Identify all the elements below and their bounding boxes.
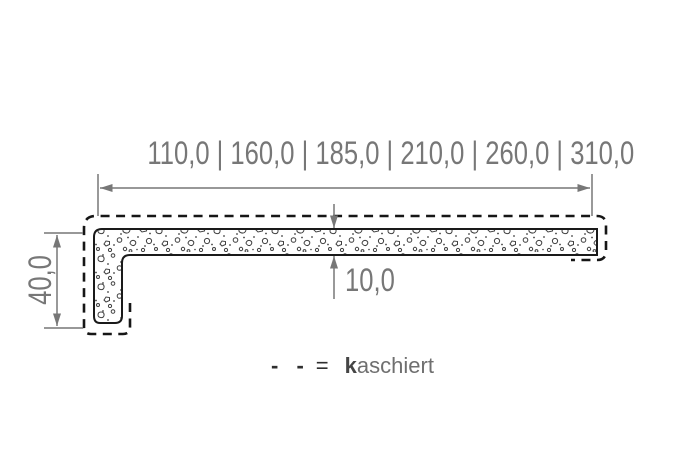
- height-dimension-label: 40,0: [22, 255, 58, 305]
- thickness-dimension-label: 10,0: [345, 262, 395, 298]
- width-dimension-arrow: [97, 174, 593, 216]
- legend: - -= kaschiert: [14, 352, 677, 380]
- legend-dash-symbol: - -: [271, 353, 310, 378]
- legend-term: kaschiert: [345, 353, 434, 378]
- legend-term-initial: k: [344, 353, 357, 378]
- profile-cross-section: [93, 228, 598, 324]
- legend-equals-sign: =: [315, 353, 329, 378]
- lamination-dashed-outline: [82, 214, 608, 336]
- height-dimension-arrow: [44, 232, 83, 329]
- width-options-label: 110,0 | 160,0 | 185,0 | 210,0 | 260,0 | …: [147, 135, 635, 171]
- legend-term-rest: aschiert: [356, 353, 434, 378]
